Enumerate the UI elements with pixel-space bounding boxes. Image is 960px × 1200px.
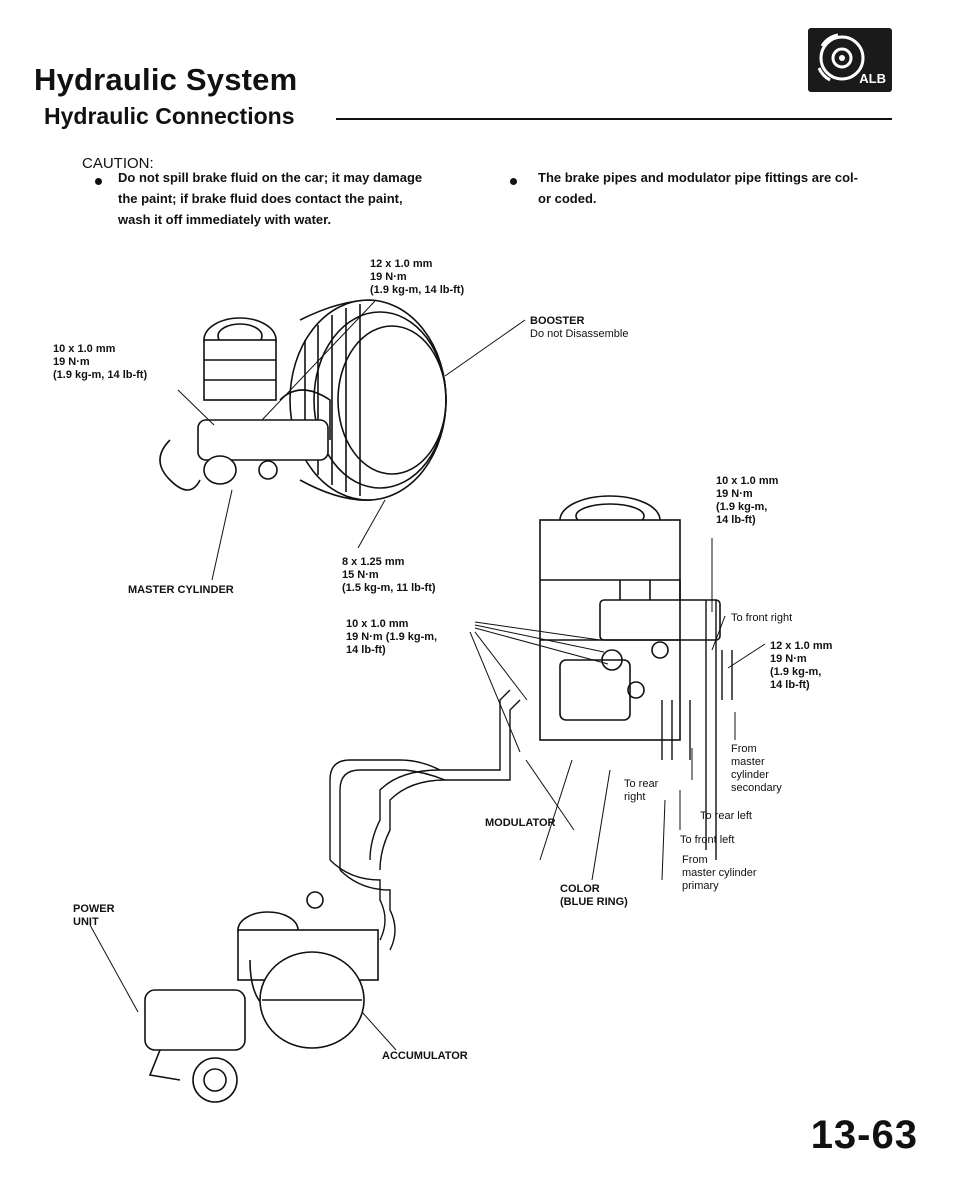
badge-label: ALB: [859, 71, 886, 86]
page-subtitle: Hydraulic Connections: [44, 103, 295, 129]
leader-lines: [89, 300, 766, 1051]
torque-label-modulator-right: 12 x 1.0 mm 19 N·m (1.9 kg-m, 14 lb-ft): [770, 640, 833, 691]
torque-label-master-left: 10 x 1.0 mm 19 N·m (1.9 kg-m, 14 lb-ft): [53, 343, 148, 381]
note-text: The brake pipes and modulator pipe fitti…: [538, 170, 858, 206]
header-rule: [336, 118, 892, 120]
torque-label-modulator-left: 10 x 1.0 mm 19 N·m (1.9 kg-m, 14 lb-ft): [346, 618, 438, 656]
booster-illustration: [289, 299, 447, 501]
to-rear-left-label: To rear left: [700, 810, 752, 822]
to-front-left-label: To front left: [680, 834, 735, 846]
brake-pipes: [329, 600, 733, 951]
section-badge: ALB: [808, 28, 892, 92]
modulator-label: MODULATOR: [485, 817, 556, 829]
power-unit-illustration: [144, 891, 379, 1103]
to-rear-right-label: To rear right: [624, 778, 659, 803]
torque-label-booster-top: 12 x 1.0 mm 19 N·m (1.9 kg-m, 14 lb-ft): [370, 258, 465, 296]
accumulator-label: ACCUMULATOR: [382, 1050, 468, 1062]
page-number: 13-63: [810, 1113, 918, 1157]
power-unit-label: POWER UNIT: [73, 903, 115, 928]
master-cylinder-label: MASTER CYLINDER: [128, 584, 234, 596]
master-cylinder-illustration: [159, 317, 331, 491]
booster-label: BOOSTER: [530, 315, 585, 327]
booster-note: Do not Disassemble: [530, 328, 629, 340]
caution-bullet: [95, 178, 102, 185]
to-front-right-label: To front right: [731, 612, 793, 624]
modulator-illustration: [539, 495, 721, 741]
note-bullet: [510, 178, 517, 185]
page-title: Hydraulic System: [34, 62, 298, 97]
brake-disc-icon: [817, 33, 865, 82]
torque-label-modulator-top: 10 x 1.0 mm 19 N·m (1.9 kg-m, 14 lb-ft): [716, 475, 779, 526]
color-blue-ring-label: COLOR (BLUE RING): [560, 883, 628, 908]
from-master-primary-label: From master cylinder primary: [682, 854, 757, 892]
torque-label-8mm: 8 x 1.25 mm 15 N·m (1.5 kg-m, 11 lb-ft): [342, 556, 436, 594]
caution-heading: CAUTION:: [82, 155, 154, 172]
caution-text: Do not spill brake fluid on the car; it …: [118, 170, 423, 227]
from-master-secondary-label: From master cylinder secondary: [731, 743, 782, 794]
